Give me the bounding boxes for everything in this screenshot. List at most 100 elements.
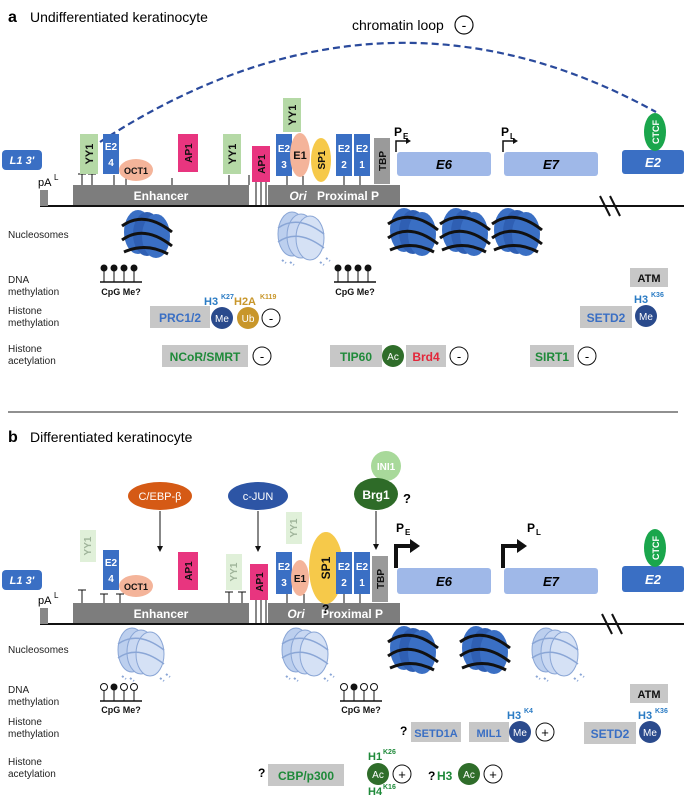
- cjun-b: [228, 482, 288, 510]
- svg-text:3: 3: [281, 578, 287, 589]
- svg-text:Ac: Ac: [463, 770, 475, 781]
- svg-text:YY1: YY1: [84, 144, 96, 165]
- me-circle-b1: [509, 721, 531, 743]
- atm-box-a: [630, 268, 668, 287]
- nucleosome-faded-b1: [117, 627, 171, 682]
- cebp-b: [128, 482, 192, 510]
- setd1a-box: [411, 722, 461, 742]
- e7-label: E7: [543, 157, 560, 172]
- row-histone-methylation-a: Histone: [8, 306, 42, 317]
- nucleosome-faded-b3: [531, 627, 585, 682]
- row-dna-methylation-a: DNA: [8, 275, 29, 286]
- svg-text:C/EBP-β: C/EBP-β: [138, 491, 181, 503]
- cpg-lollipops-a2: [334, 264, 376, 283]
- e2-gene-b: [622, 566, 684, 592]
- svg-text:E7: E7: [543, 574, 560, 589]
- yy1-a2: [223, 134, 241, 174]
- svg-text:-: -: [260, 349, 264, 364]
- svg-text:SETD2: SETD2: [587, 311, 626, 325]
- pl-arrow-a: [502, 140, 515, 152]
- svg-text:K36: K36: [655, 708, 668, 715]
- svg-text:+: +: [541, 725, 549, 740]
- setd2-box-b: [584, 722, 636, 744]
- nucleosome-faded-a: [277, 211, 331, 266]
- brg1-b: [354, 478, 398, 510]
- svg-text:Ac: Ac: [372, 770, 384, 781]
- svg-text:K4: K4: [524, 708, 533, 715]
- svg-text:AP1: AP1: [184, 143, 195, 163]
- pe-arrow-b: [394, 544, 412, 568]
- nucleosome-faded-b2: [281, 627, 335, 682]
- svg-text:Ub: Ub: [242, 314, 255, 325]
- svg-text:CpG Me?: CpG Me?: [101, 705, 141, 715]
- svg-text:4: 4: [108, 158, 114, 169]
- e2-2-b: [336, 552, 352, 594]
- ap1-b2: [250, 564, 268, 600]
- yy1-b2-faded: [226, 554, 242, 590]
- oct1-a: [119, 159, 153, 181]
- svg-text:YY1: YY1: [287, 105, 299, 126]
- e6-label: E6: [436, 157, 453, 172]
- svg-text:CpG Me?: CpG Me?: [341, 705, 381, 715]
- svg-text:PRC1/2: PRC1/2: [159, 311, 201, 325]
- ori-proximal-region-b: [268, 603, 400, 623]
- svg-text:INI1: INI1: [377, 462, 396, 473]
- e2-1-b: [354, 552, 370, 594]
- panel-a-title: Undifferentiated keratinocyte: [30, 9, 208, 25]
- svg-text:H2A: H2A: [234, 296, 256, 308]
- svg-text:2: 2: [341, 160, 347, 171]
- svg-text:acetylation: acetylation: [8, 356, 56, 367]
- sirt1-box: [530, 345, 574, 367]
- svg-text:AP1: AP1: [255, 572, 266, 592]
- ub-circle: [237, 307, 259, 329]
- svg-text:YY1: YY1: [289, 518, 300, 537]
- chromatin-loop-minus-icon: [454, 15, 474, 35]
- svg-text:Brg1: Brg1: [362, 488, 390, 502]
- svg-text:YY1: YY1: [83, 536, 94, 555]
- pa-sup: L: [54, 173, 59, 182]
- svg-text:E: E: [405, 528, 411, 537]
- enhancer-region-a: [73, 185, 249, 205]
- svg-text:MIL1: MIL1: [476, 728, 501, 740]
- oct1-b: [119, 575, 153, 597]
- svg-text:CTCF: CTCF: [651, 536, 661, 560]
- svg-text:H3: H3: [634, 294, 648, 306]
- svg-text:E2: E2: [278, 144, 291, 155]
- svg-text:Me: Me: [643, 728, 657, 739]
- svg-text:AP1: AP1: [257, 154, 268, 174]
- minus-sign: -: [462, 17, 467, 33]
- svg-text:E2: E2: [105, 558, 118, 569]
- e7-gene-a: [504, 152, 598, 176]
- svg-text:E2: E2: [105, 142, 118, 153]
- svg-text:-: -: [585, 349, 589, 364]
- pe-label: P: [394, 125, 402, 139]
- svg-text:?: ?: [428, 769, 435, 783]
- svg-text:methylation: methylation: [8, 729, 59, 740]
- svg-text:TIP60: TIP60: [340, 350, 372, 364]
- enhancer-label: Enhancer: [134, 189, 189, 203]
- svg-text:H3: H3: [638, 710, 652, 722]
- ori-proximal-region-a: [268, 185, 400, 205]
- svg-text:K119: K119: [260, 294, 276, 301]
- panel-b-letter: b: [8, 429, 18, 446]
- row-nucleosomes-b: Nucleosomes: [8, 645, 69, 656]
- binding-sites-b: [78, 589, 361, 623]
- svg-text:acetylation: acetylation: [8, 769, 56, 780]
- e2-gene-a: [622, 150, 684, 174]
- cpg-lollipops-b1: [100, 683, 142, 702]
- svg-text:2: 2: [341, 578, 347, 589]
- svg-text:OCT1: OCT1: [124, 582, 148, 592]
- proximal-label: Proximal P: [317, 189, 379, 203]
- nucleosome-a3: [438, 206, 492, 258]
- setd2-box-a: [580, 306, 632, 328]
- e1-b: [291, 560, 309, 596]
- row-histone-methylation-b: Histone: [8, 717, 42, 728]
- svg-text:NCoR/SMRT: NCoR/SMRT: [170, 350, 241, 364]
- binding-sites-a: [78, 173, 361, 205]
- tbp-box-b: [372, 556, 388, 602]
- cpg-lollipops-a1: [100, 264, 142, 283]
- plus-icon: [483, 764, 503, 784]
- ac-circle-b2: [458, 763, 480, 785]
- me-circle-a1: [211, 307, 233, 329]
